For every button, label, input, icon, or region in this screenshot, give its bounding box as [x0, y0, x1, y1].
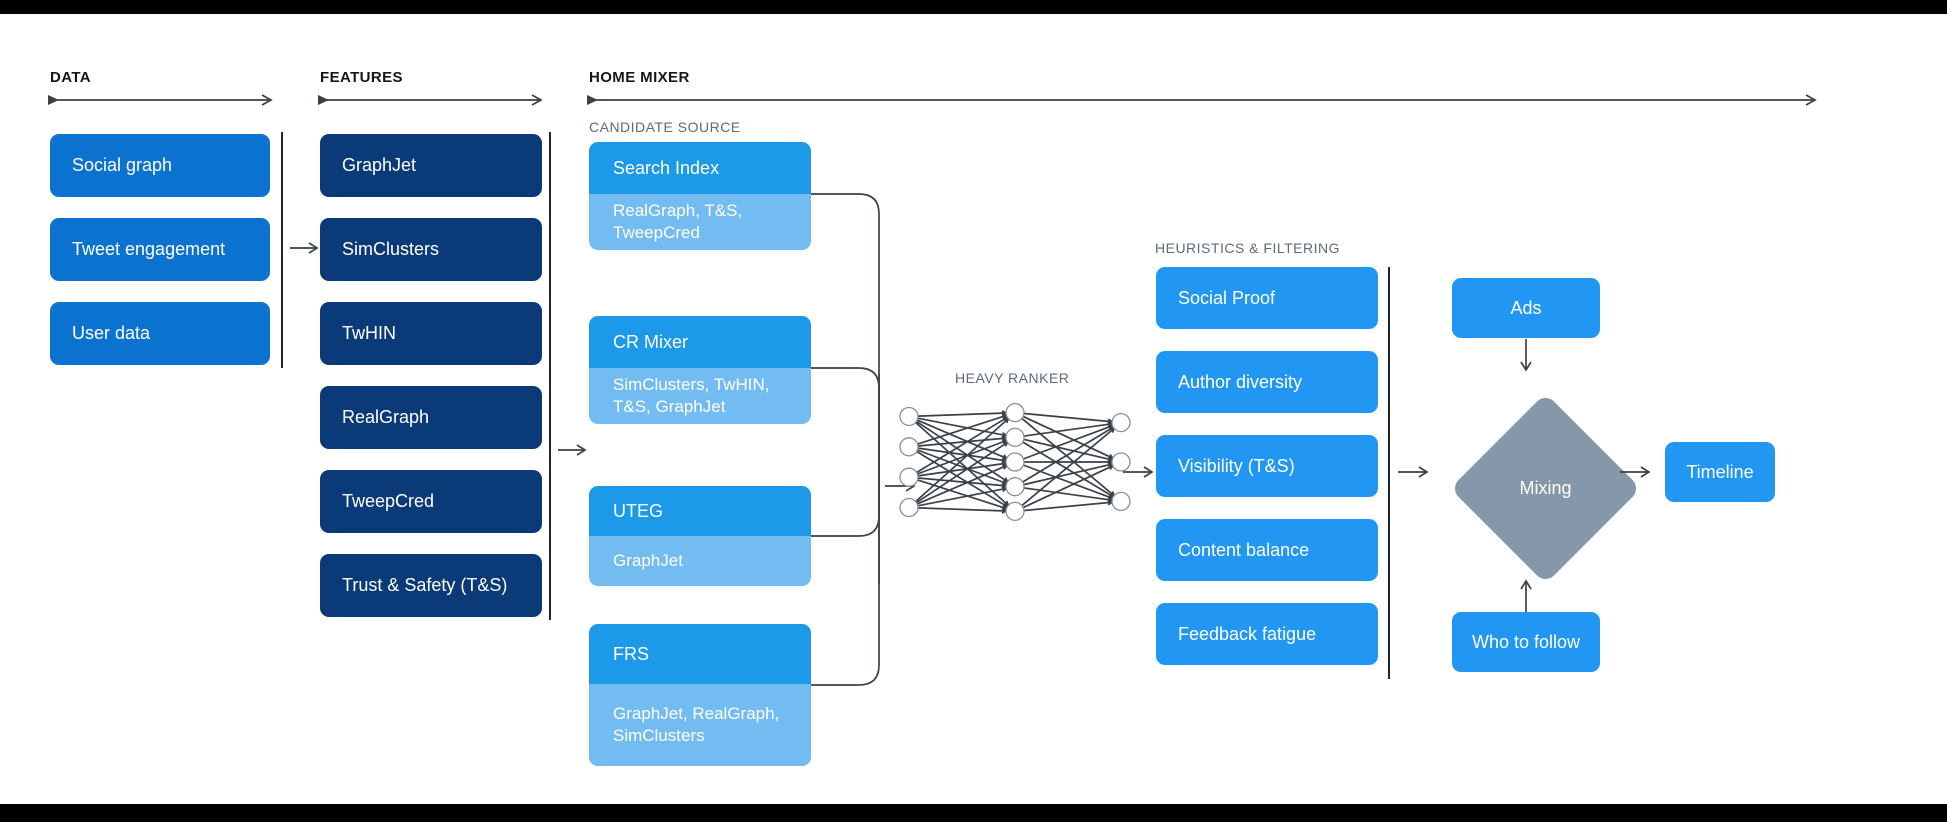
- sublabel-heuristics: HEURISTICS & FILTERING: [1155, 240, 1340, 256]
- feature-box-label: Trust & Safety (T&S): [342, 575, 508, 596]
- arrow-heuristics-to-mixing: [1398, 466, 1429, 478]
- heuristic-box-label: Content balance: [1178, 539, 1310, 560]
- arrow-mixing-to-timeline: [1620, 466, 1651, 478]
- data-box-label: User data: [72, 323, 151, 344]
- candidate-source-title: FRS: [589, 624, 811, 684]
- section-arrow-home-mixer: [587, 94, 1817, 106]
- candidate-source-features: SimClusters, TwHIN, T&S, GraphJet: [589, 368, 811, 424]
- arrow-data-to-features: [290, 242, 319, 254]
- arrow-features-to-candidate-source: [558, 444, 587, 456]
- section-title-home-mixer: HOME MIXER: [589, 69, 690, 86]
- section-title-features: FEATURES: [320, 69, 403, 86]
- candidate-source-card-search-index[interactable]: Search Index RealGraph, T&S, TweepCred: [589, 142, 811, 250]
- mixing-label: Mixing: [1519, 478, 1572, 498]
- arrow-who-to-follow-to-mixing: [1520, 579, 1532, 614]
- heuristic-box-label: Feedback fatigue: [1178, 623, 1317, 644]
- who-to-follow-label: Who to follow: [1471, 631, 1581, 652]
- sublabel-heavy-ranker: HEAVY RANKER: [955, 370, 1070, 386]
- arrow-ads-to-mixing: [1520, 339, 1532, 372]
- data-box-user-data[interactable]: User data: [50, 302, 270, 365]
- candidate-source-card-cr-mixer[interactable]: CR Mixer SimClusters, TwHIN, T&S, GraphJ…: [589, 316, 811, 424]
- data-box-tweet-engagement[interactable]: Tweet engagement: [50, 218, 270, 281]
- section-title-data: DATA: [50, 69, 92, 86]
- heuristic-box-author-diversity[interactable]: Author diversity: [1156, 351, 1378, 413]
- divider-heuristics-mixing: [1388, 267, 1390, 679]
- feature-box-label: RealGraph: [342, 407, 430, 428]
- timeline-label: Timeline: [1686, 461, 1754, 482]
- feature-box-label: SimClusters: [342, 239, 440, 260]
- heuristic-box-visibility[interactable]: Visibility (T&S): [1156, 435, 1378, 497]
- heuristic-box-label: Visibility (T&S): [1178, 455, 1295, 476]
- candidate-source-card-uteg[interactable]: UTEG GraphJet: [589, 486, 811, 586]
- data-box-label: Social graph: [72, 155, 173, 176]
- candidate-source-connectors: [811, 193, 880, 686]
- heuristic-box-label: Social Proof: [1178, 287, 1276, 308]
- data-box-label: Tweet engagement: [72, 239, 226, 260]
- heuristic-box-social-proof[interactable]: Social Proof: [1156, 267, 1378, 329]
- feature-box-tweepcred[interactable]: TweepCred: [320, 470, 542, 533]
- diagram-canvas: DATA FEATURES HOME MIXER Social graph Tw…: [0, 14, 1947, 804]
- heuristic-box-content-balance[interactable]: Content balance: [1156, 519, 1378, 581]
- feature-box-graphjet[interactable]: GraphJet: [320, 134, 542, 197]
- candidate-source-features: GraphJet: [589, 536, 811, 586]
- feature-box-trust-safety[interactable]: Trust & Safety (T&S): [320, 554, 542, 617]
- candidate-source-title: UTEG: [589, 486, 811, 536]
- section-arrow-data: [48, 94, 273, 106]
- candidate-source-features: GraphJet, RealGraph, SimClusters: [589, 684, 811, 766]
- section-arrow-features: [318, 94, 543, 106]
- candidate-source-card-frs[interactable]: FRS GraphJet, RealGraph, SimClusters: [589, 624, 811, 766]
- candidate-source-title: Search Index: [589, 142, 811, 194]
- heuristic-box-feedback-fatigue[interactable]: Feedback fatigue: [1156, 603, 1378, 665]
- feature-box-label: TweepCred: [342, 491, 435, 512]
- heuristic-box-label: Author diversity: [1178, 371, 1303, 392]
- divider-features-mixer: [549, 132, 551, 620]
- sublabel-candidate-source: CANDIDATE SOURCE: [589, 119, 741, 135]
- heavy-ranker-network: [899, 403, 1131, 521]
- ads-box[interactable]: Ads: [1452, 278, 1600, 338]
- divider-data-features: [281, 132, 283, 368]
- feature-box-label: TwHIN: [342, 323, 396, 344]
- feature-box-simclusters[interactable]: SimClusters: [320, 218, 542, 281]
- ads-label: Ads: [1510, 297, 1542, 318]
- arrow-ranker-to-heuristics: [1123, 466, 1154, 478]
- who-to-follow-box[interactable]: Who to follow: [1452, 612, 1600, 672]
- candidate-source-title: CR Mixer: [589, 316, 811, 368]
- data-box-social-graph[interactable]: Social graph: [50, 134, 270, 197]
- feature-box-label: GraphJet: [342, 155, 417, 176]
- timeline-box[interactable]: Timeline: [1665, 442, 1775, 502]
- candidate-source-features: RealGraph, T&S, TweepCred: [589, 194, 811, 250]
- feature-box-realgraph[interactable]: RealGraph: [320, 386, 542, 449]
- feature-box-twhin[interactable]: TwHIN: [320, 302, 542, 365]
